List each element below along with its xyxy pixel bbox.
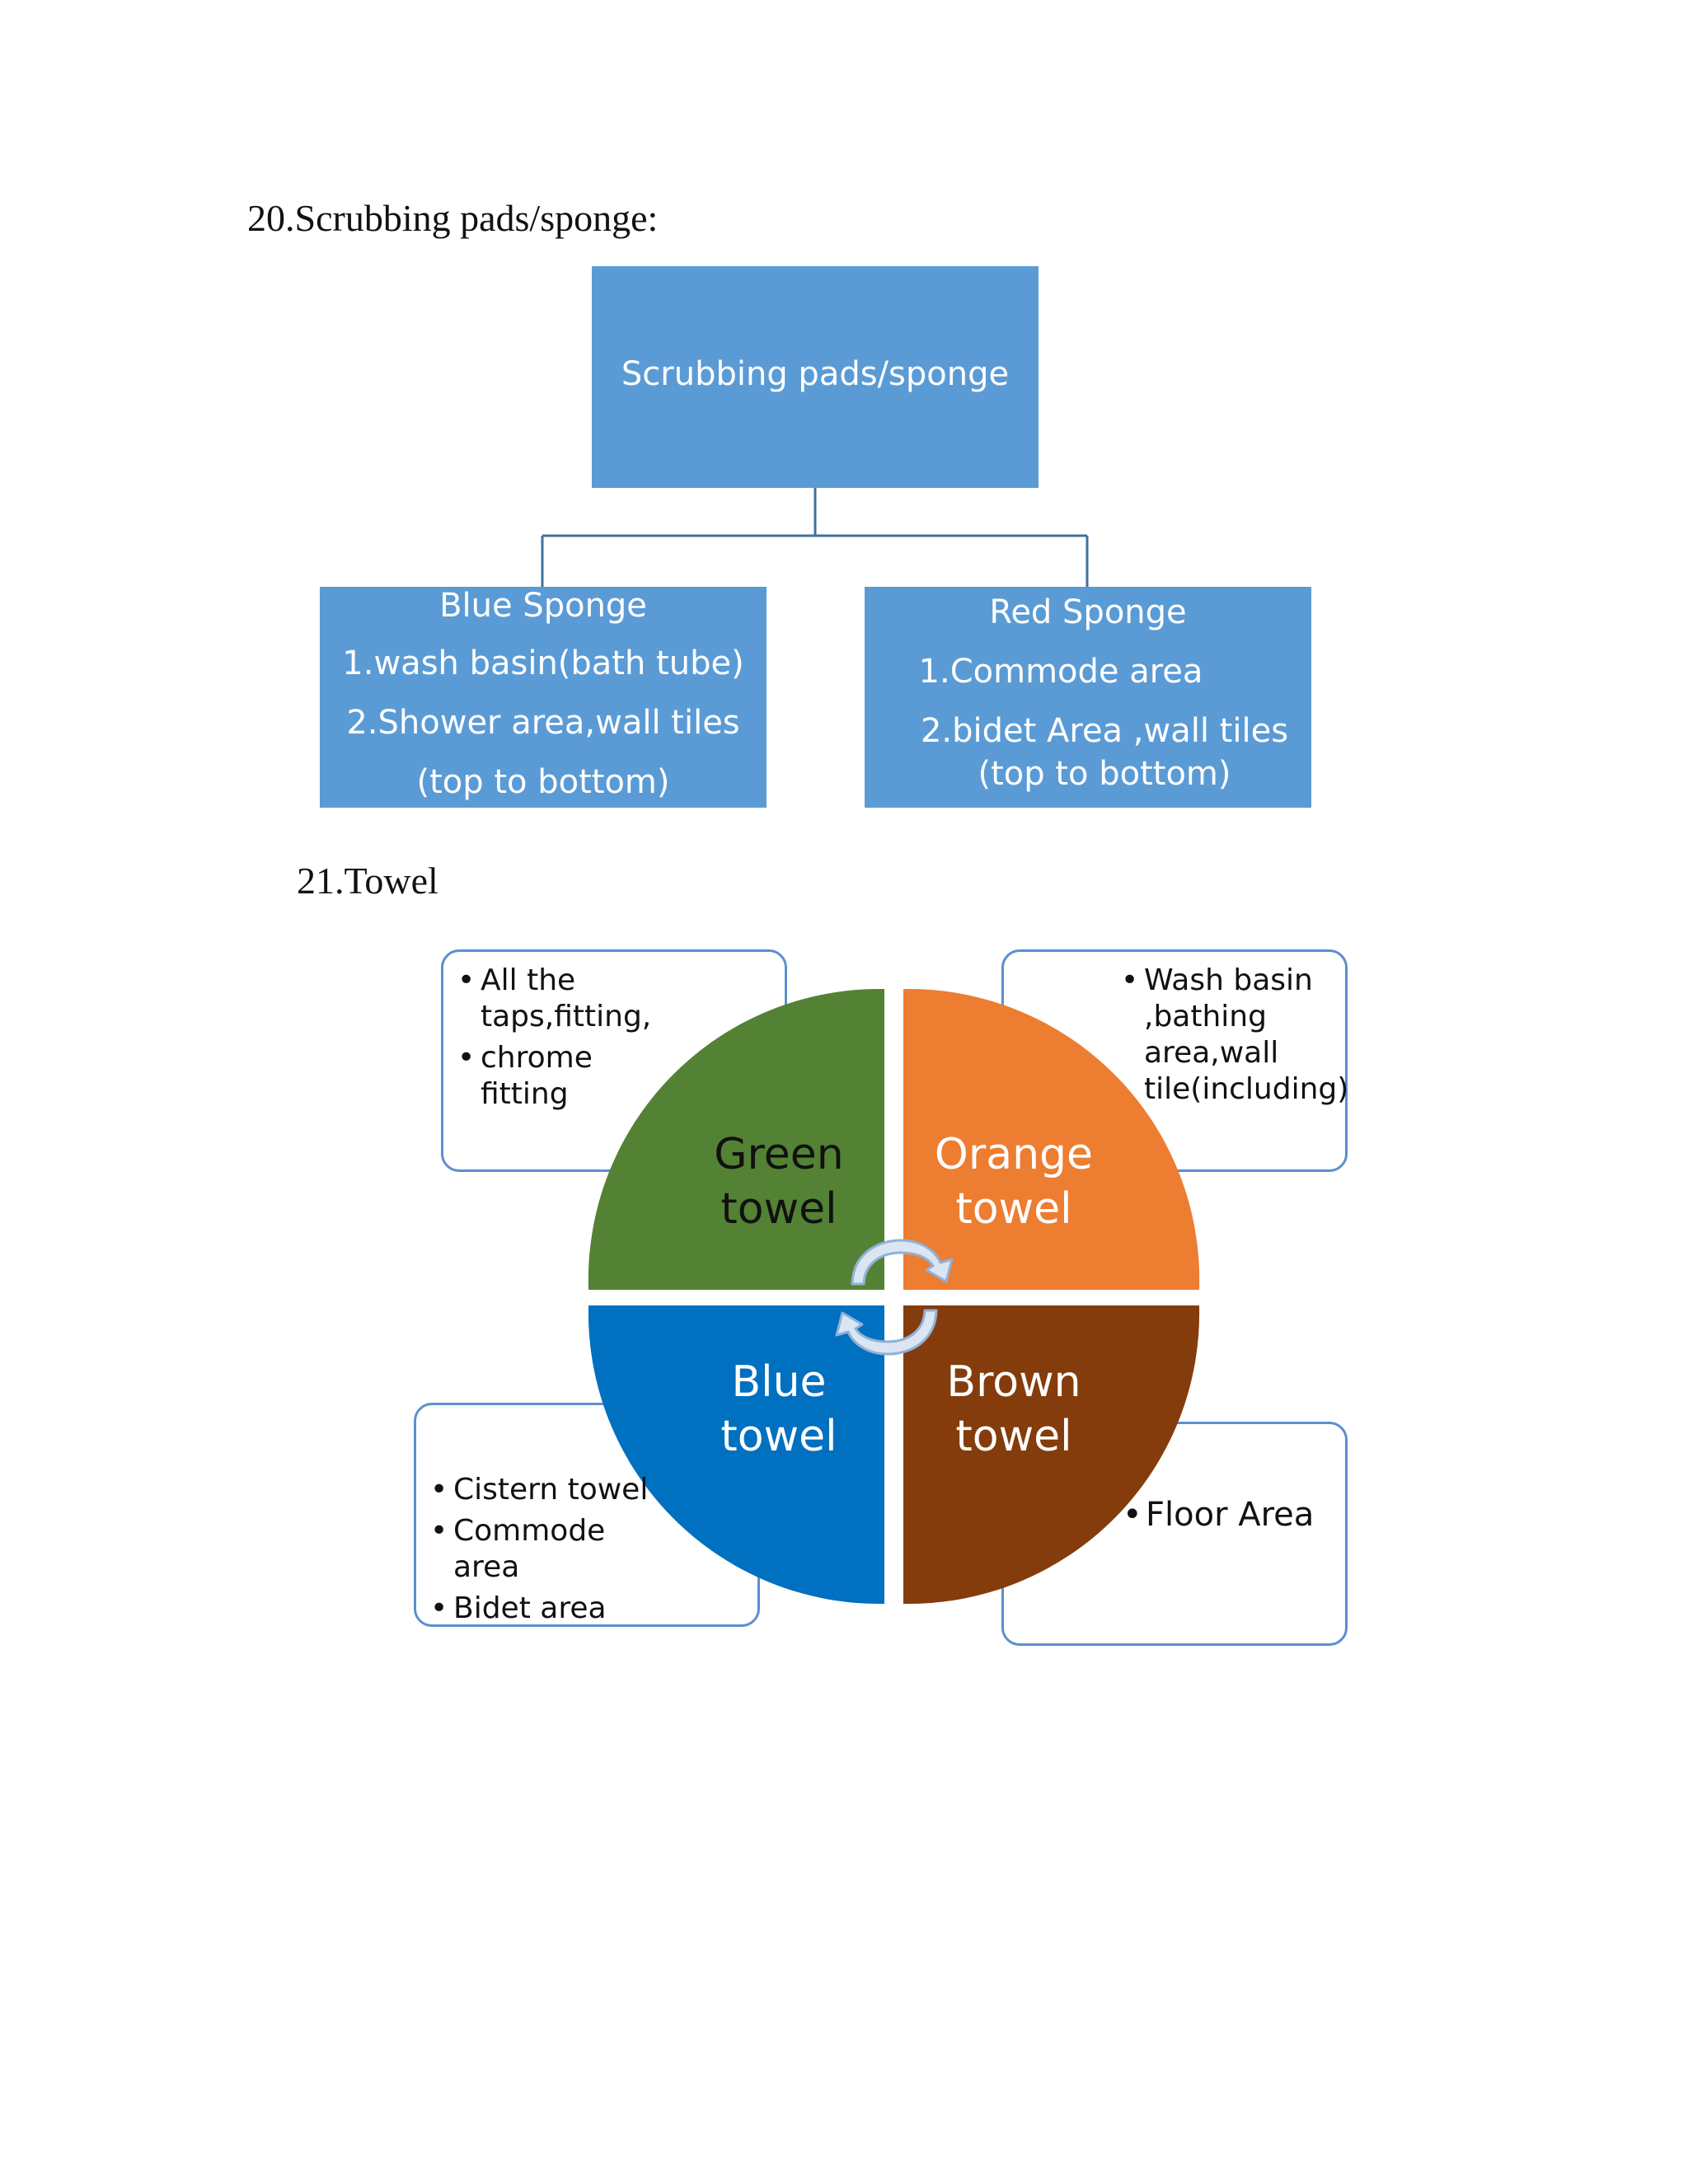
brown-towel-quadrant <box>903 1305 1200 1605</box>
blue-towel-label-line-2: towel <box>720 1412 837 1461</box>
brown-towel-label-line-2: towel <box>955 1412 1072 1461</box>
green-towel-label-line-2: towel <box>720 1184 837 1234</box>
red-sponge-line-3: (top to bottom) <box>978 755 1231 793</box>
orange-towel-label-line-2: towel <box>955 1184 1072 1234</box>
callout-top-right-list: Wash basin ,bathing area,wall tile(inclu… <box>1121 963 1348 1108</box>
blue-sponge-box: Blue Sponge 1.wash basin(bath tube) 2.Sh… <box>320 587 767 808</box>
blue-towel-quadrant <box>588 1305 884 1605</box>
orange-towel-label-line-1: Orange <box>934 1130 1094 1179</box>
org-chart-connectors <box>541 488 1089 587</box>
orange-towel-quadrant <box>903 988 1200 1290</box>
red-sponge-title: Red Sponge <box>989 593 1187 631</box>
blue-towel-label-line-1: Blue <box>731 1357 827 1407</box>
brown-towel-label-line-1: Brown <box>946 1357 1081 1407</box>
blue-towel-label: Blue towel <box>696 1355 861 1464</box>
green-towel-quadrant <box>588 988 884 1290</box>
blue-sponge-line-2: 2.Shower area,wall tiles <box>346 704 740 742</box>
red-sponge-line-1: 1.Commode area <box>918 653 1203 691</box>
orange-towel-label: Orange towel <box>923 1127 1104 1236</box>
red-sponge-line-2: 2.bidet Area ,wall tiles <box>920 712 1289 750</box>
list-item: Wash basin ,bathing area,wall tile(inclu… <box>1121 963 1348 1108</box>
callout-top-left-list: All the taps,fitting, chrome fitting <box>457 963 651 1113</box>
blue-sponge-title: Blue Sponge <box>439 587 647 625</box>
list-item: Floor Area <box>1123 1493 1345 1536</box>
red-sponge-box: Red Sponge 1.Commode area 2.bidet Area ,… <box>865 587 1311 808</box>
callout-bottom-left-list: Cistern towel Commode area Bidet area <box>430 1472 653 1627</box>
blue-sponge-line-1: 1.wash basin(bath tube) <box>342 644 744 682</box>
scrubbing-pads-root-box: Scrubbing pads/sponge <box>592 266 1039 488</box>
list-item: Cistern towel <box>430 1472 653 1508</box>
list-item: Bidet area <box>430 1591 653 1627</box>
list-item: chrome fitting <box>457 1040 647 1113</box>
section-21-heading: 21.Towel <box>297 860 438 902</box>
section-20-heading: 20.Scrubbing pads/sponge: <box>247 197 659 239</box>
towel-circle-diagram <box>588 988 1200 1605</box>
circular-arrows-icon <box>835 1239 954 1356</box>
green-towel-label: Green towel <box>696 1127 861 1236</box>
blue-sponge-line-3: (top to bottom) <box>416 763 670 801</box>
callout-bottom-right-list: Floor Area <box>1123 1493 1345 1536</box>
root-box-label: Scrubbing pads/sponge <box>621 355 1010 393</box>
list-item: All the taps,fitting, <box>457 963 651 1035</box>
brown-towel-label: Brown towel <box>923 1355 1104 1464</box>
green-towel-label-line-1: Green <box>714 1130 844 1179</box>
list-item: Commode area <box>430 1513 653 1586</box>
